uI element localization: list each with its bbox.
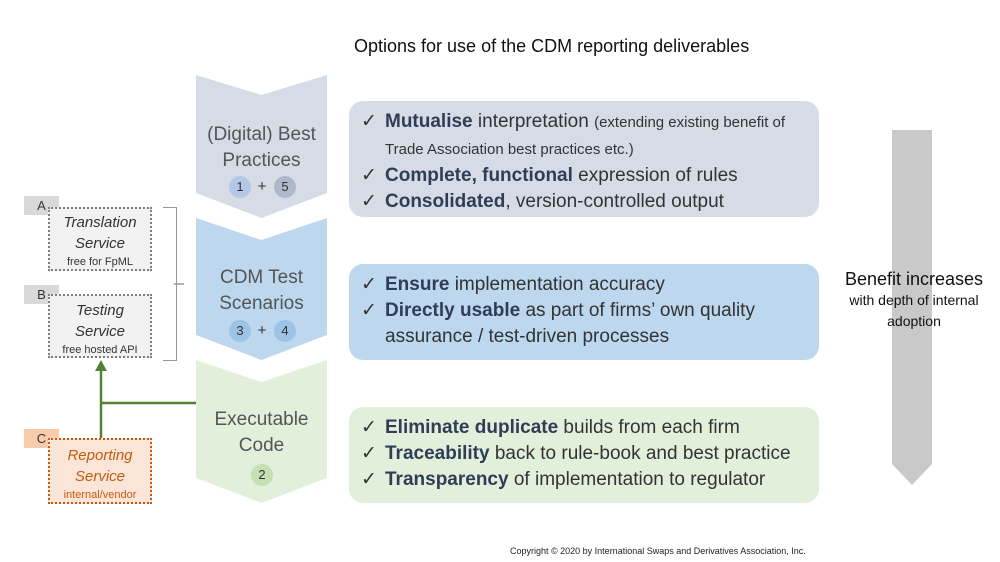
best-practices-box: ✓ Mutualise interpretation (extending ex…	[349, 101, 819, 217]
benefit-item: ✓ Complete, functional expression of rul…	[361, 163, 807, 189]
benefit-item: ✓ Eliminate duplicate builds from each f…	[361, 415, 807, 441]
number-badge-5: 5	[274, 176, 296, 198]
item-text: as part of firms’ own quality assurance …	[385, 300, 755, 347]
chevron-shape	[196, 360, 327, 503]
chevron-executable-code: Executable Code 2	[196, 360, 327, 503]
item-bold: Complete, functional	[385, 165, 573, 186]
item-text: implementation accuracy	[449, 274, 665, 295]
chevron-test-scenarios: CDM Test Scenarios 3 + 4	[196, 218, 327, 360]
benefit-item: ✓ Directly usable as part of firms’ own …	[361, 298, 807, 350]
check-icon: ✓	[361, 274, 377, 295]
item-bold: Eliminate duplicate	[385, 417, 559, 438]
benefit-item: ✓ Transparency of implementation to regu…	[361, 467, 807, 493]
item-text: back to rule-book and best practice	[489, 443, 791, 464]
item-text: builds from each firm	[558, 417, 740, 438]
chevron-label-line1: CDM Test	[219, 267, 304, 288]
item-text: of implementation to regulator	[508, 469, 766, 490]
item-bold: Mutualise	[385, 111, 473, 132]
connector-arrow	[95, 360, 196, 438]
check-icon: ✓	[361, 417, 377, 438]
diagram-title: Options for use of the CDM reporting del…	[354, 36, 750, 56]
item-note: (extending existing benefit of Trade Ass…	[385, 114, 786, 158]
service-name-line2: Service	[74, 468, 126, 485]
plus-sign: +	[257, 322, 267, 339]
item-bold: Ensure	[385, 274, 450, 295]
item-text: expression of rules	[572, 165, 738, 186]
benefit-label: Benefit increases with depth of internal…	[829, 268, 999, 332]
benefit-line2: with depth of internal	[849, 292, 979, 308]
service-name-line2: Service	[74, 235, 126, 252]
item-bold: Directly usable	[385, 300, 521, 321]
chevron-label-line2: Code	[238, 435, 285, 456]
item-bold: Transparency	[385, 469, 509, 490]
benefit-down-arrow	[892, 130, 932, 485]
service-name-line1: Reporting	[67, 447, 133, 464]
benefit-line1: Benefit increases	[844, 269, 984, 289]
chevron-label-line2: Practices	[222, 150, 301, 171]
number-badge-1: 1	[229, 176, 251, 198]
check-icon: ✓	[361, 111, 377, 132]
item-text: interpretation	[472, 111, 595, 132]
service-name-line1: Testing	[76, 302, 124, 319]
check-icon: ✓	[361, 300, 377, 321]
item-bold: Traceability	[385, 443, 490, 464]
copyright-notice: Copyright © 2020 by International Swaps …	[510, 546, 806, 556]
chevron-label-line1: Executable	[214, 409, 309, 430]
benefit-item: ✓ Ensure implementation accuracy	[361, 272, 807, 298]
executable-code-box: ✓ Eliminate duplicate builds from each f…	[349, 407, 819, 503]
number-badge-4: 4	[274, 320, 296, 342]
service-name-line2: Service	[74, 323, 126, 340]
translation-service-box: Translation Service free for FpML	[48, 207, 152, 271]
check-icon: ✓	[361, 191, 377, 212]
test-scenarios-box: ✓ Ensure implementation accuracy ✓ Direc…	[349, 264, 819, 360]
service-subtext: internal/vendor	[63, 489, 137, 501]
benefit-line3: adoption	[887, 313, 941, 329]
number-badge-3: 3	[229, 320, 251, 342]
plus-sign: +	[257, 178, 267, 195]
bracket-tip	[174, 283, 184, 285]
benefit-item: ✓ Consolidated, version-controlled outpu…	[361, 189, 807, 215]
chevron-label-line2: Scenarios	[219, 293, 304, 314]
service-name-line1: Translation	[63, 214, 137, 231]
check-icon: ✓	[361, 443, 377, 464]
benefit-item: ✓ Mutualise interpretation (extending ex…	[361, 109, 807, 163]
item-text: , version-controlled output	[505, 191, 724, 212]
check-icon: ✓	[361, 469, 377, 490]
service-subtext: free hosted API	[62, 344, 138, 356]
testing-service-box: Testing Service free hosted API	[48, 294, 152, 358]
reporting-service-box: Reporting Service internal/vendor	[48, 438, 152, 504]
chevron-label-line1: (Digital) Best	[207, 124, 316, 145]
service-subtext: free for FpML	[66, 256, 134, 268]
check-icon: ✓	[361, 165, 377, 186]
benefit-item: ✓ Traceability back to rule-book and bes…	[361, 441, 807, 467]
chevron-best-practices: (Digital) Best Practices 1 + 5	[196, 75, 327, 218]
item-bold: Consolidated	[385, 191, 506, 212]
number-badge-2: 2	[251, 464, 273, 486]
